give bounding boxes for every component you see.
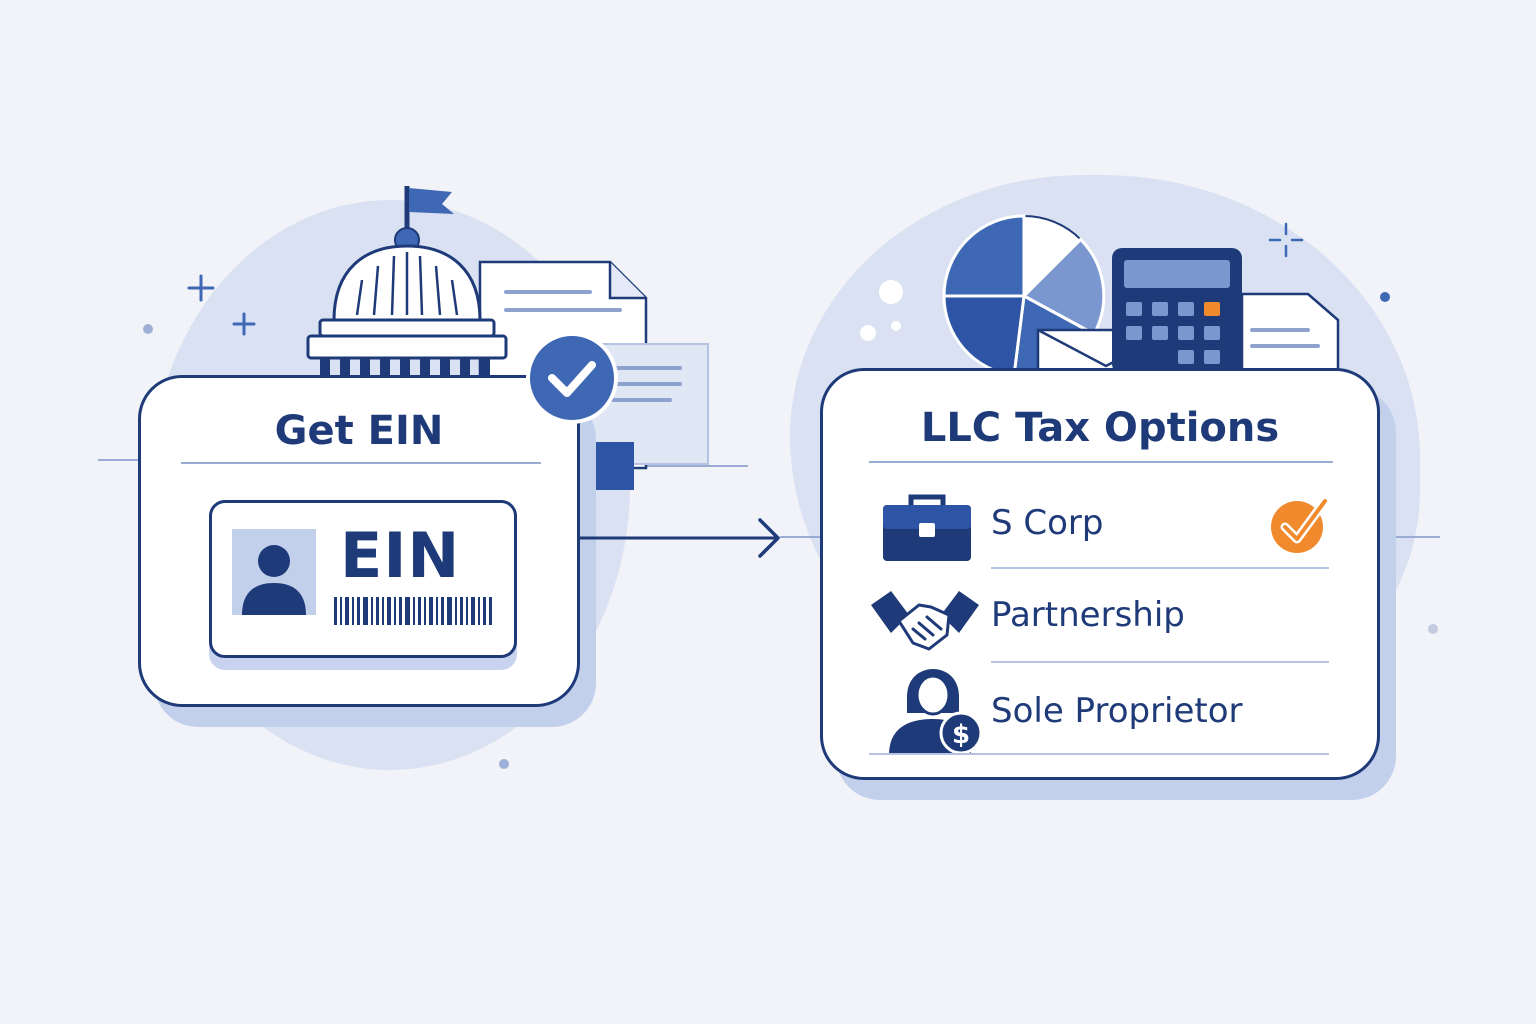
get-ein-card: Get EIN EIN xyxy=(138,375,580,707)
check-badge-icon xyxy=(526,332,618,424)
orange-check-icon xyxy=(1271,496,1330,553)
ein-label: EIN xyxy=(340,519,461,592)
sparkle-icon xyxy=(187,274,215,302)
title-divider xyxy=(181,462,541,464)
option-divider xyxy=(869,753,1329,755)
person-dollar-icon: $ xyxy=(889,669,983,755)
svg-text:$: $ xyxy=(952,720,970,750)
dot-decor xyxy=(1428,624,1438,634)
capitol-building-icon xyxy=(306,186,508,378)
flow-arrow-icon xyxy=(580,518,780,558)
handshake-icon xyxy=(871,591,979,651)
document-icon xyxy=(1240,292,1340,372)
sparkle-icon xyxy=(1268,222,1304,258)
barcode-icon xyxy=(334,597,492,625)
calculator-icon xyxy=(1112,248,1242,374)
option-divider xyxy=(991,661,1329,663)
sparkle-icon xyxy=(232,312,256,336)
llc-tax-options-card: LLC Tax Options S Corp Partne xyxy=(820,368,1380,780)
pie-chart-icon xyxy=(942,214,1106,378)
get-ein-title: Get EIN xyxy=(274,408,444,454)
dot-decor xyxy=(499,759,509,769)
dot-decor xyxy=(891,321,901,331)
option-s-corp: S Corp xyxy=(991,503,1104,543)
option-divider xyxy=(991,567,1329,569)
dot-decor xyxy=(879,280,903,304)
briefcase-icon xyxy=(883,494,971,561)
person-avatar-icon xyxy=(232,529,316,615)
dot-decor xyxy=(143,324,153,334)
title-divider xyxy=(869,461,1333,463)
llc-tax-options-title: LLC Tax Options xyxy=(920,405,1280,451)
option-partnership: Partnership xyxy=(991,595,1185,635)
ein-id-card: EIN xyxy=(209,500,517,658)
option-sole-proprietor: Sole Proprietor xyxy=(991,691,1243,731)
dot-decor xyxy=(1380,292,1390,302)
dot-decor xyxy=(860,325,876,341)
